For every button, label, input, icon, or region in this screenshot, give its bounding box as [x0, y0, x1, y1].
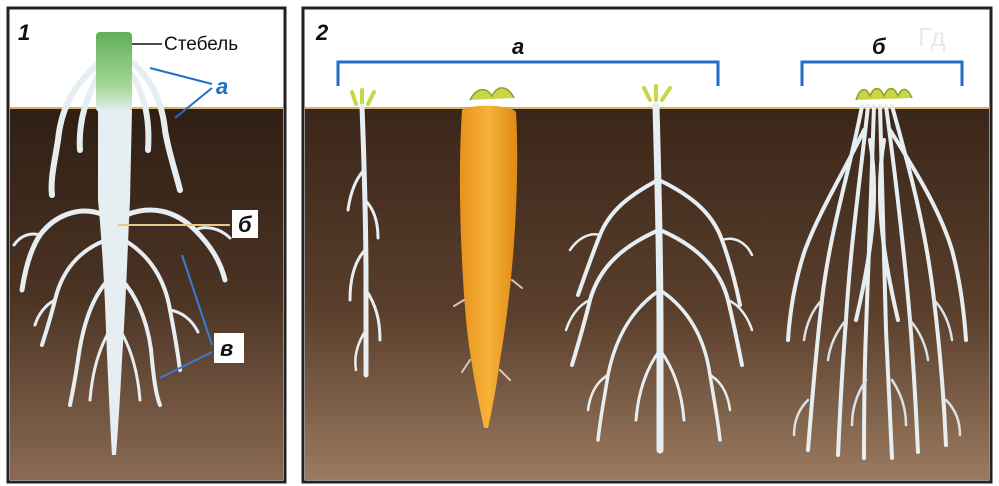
panel-1-number: 1	[18, 20, 30, 45]
corner-faded-text: Гд	[918, 22, 946, 52]
stem	[96, 32, 132, 112]
stem-label: Стебель	[164, 34, 238, 55]
panel-1: 1 Стебель а б в	[8, 8, 285, 482]
panel-2-number: 2	[315, 20, 329, 45]
panel-2-label-b: б	[872, 34, 887, 59]
panel-1-label-b: б	[238, 212, 253, 237]
panel-1-label-v: в	[220, 336, 233, 361]
panel-1-label-a: а	[216, 74, 228, 99]
panel-2-label-a: а	[512, 34, 524, 59]
panel-1-soil	[10, 108, 283, 480]
panel-2: 2 Гд а б	[303, 8, 991, 482]
